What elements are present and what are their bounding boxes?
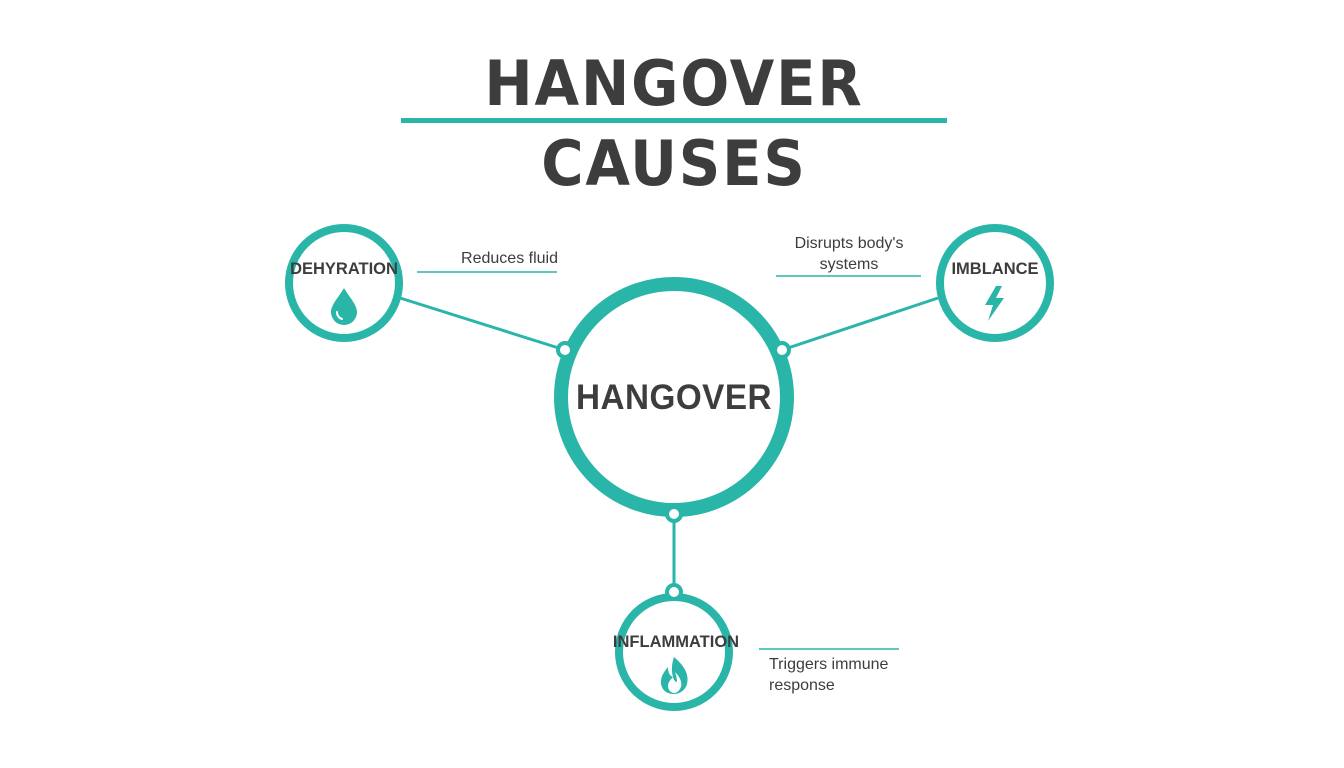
connector-imbalance bbox=[781, 296, 939, 352]
connector-dot-left bbox=[556, 341, 574, 359]
connector-dehydration bbox=[399, 296, 566, 352]
dehydration-label: DEHYRATION bbox=[290, 260, 398, 278]
imbalance-label: IMBLANCE bbox=[951, 260, 1039, 278]
center-node-label: HANGOVER bbox=[576, 378, 772, 417]
lightning-bolt-icon bbox=[985, 286, 1004, 321]
page-title: HANGOVER CAUSES bbox=[484, 47, 864, 200]
imbalance-node-ring bbox=[936, 224, 1054, 342]
flame-icon bbox=[661, 657, 688, 694]
inflammation-label: INFLAMMATION bbox=[612, 633, 740, 651]
dehydration-node-ring bbox=[285, 224, 403, 342]
imbalance-description: Disrupts body's systems bbox=[794, 235, 904, 273]
connector-dot-bottom-node bbox=[665, 583, 683, 601]
water-drop-icon bbox=[331, 288, 357, 325]
connector-dot-bottom bbox=[665, 505, 683, 523]
inflammation-description: Triggers immune response bbox=[769, 656, 889, 694]
connector-dot-right bbox=[773, 341, 791, 359]
dehydration-description: Reduces fluid bbox=[461, 250, 558, 267]
title-underline bbox=[401, 118, 947, 123]
